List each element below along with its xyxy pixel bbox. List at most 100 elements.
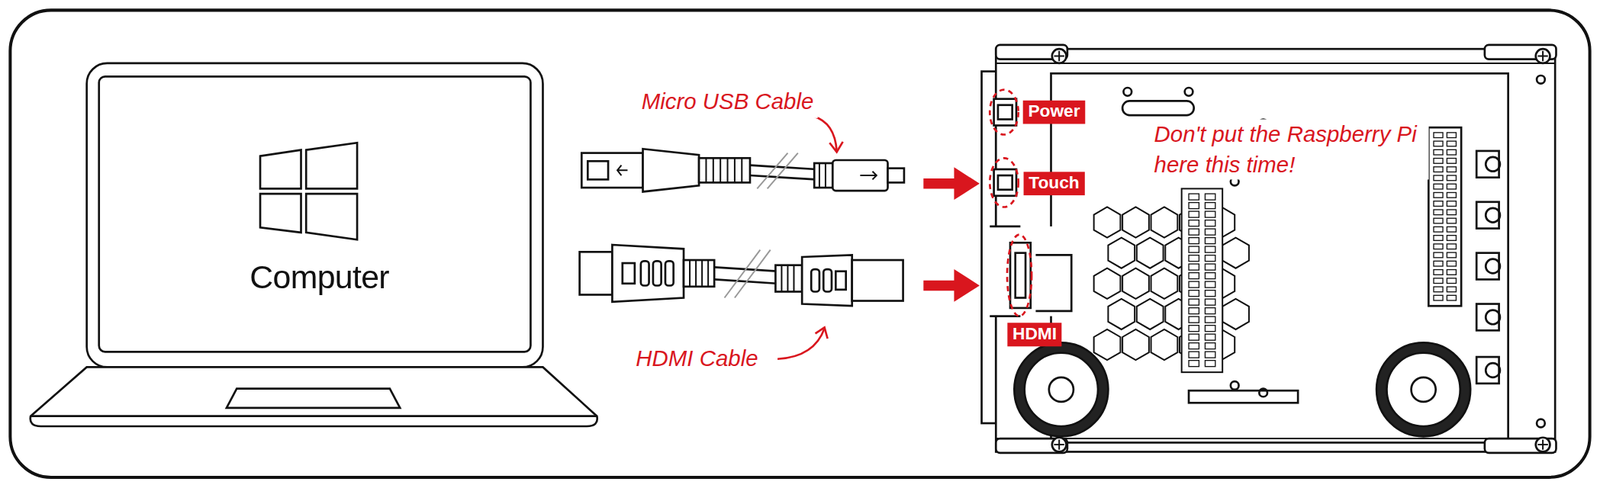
pointer-arrow (923, 269, 980, 303)
pin-header (1433, 286, 1443, 293)
hdmi-cable (653, 260, 662, 286)
label-text: Micro USB Cable (638, 86, 818, 118)
pin-header (1446, 175, 1456, 181)
standoff-hex (1094, 329, 1121, 361)
port-highlight (989, 157, 1018, 207)
standoff-hex (1122, 206, 1150, 238)
cable-label: HDMI Cable (632, 344, 761, 375)
display-board (1014, 342, 1108, 437)
pin-header (1433, 192, 1443, 198)
micro-usb-cable (756, 153, 798, 190)
display-board (1010, 242, 1031, 309)
display-board (1386, 353, 1460, 427)
micro-usb-cable (705, 157, 742, 183)
standoff-hex (1151, 268, 1179, 300)
standoff-hex (1136, 238, 1164, 269)
pin-header (1204, 325, 1215, 332)
pin-header (1204, 193, 1215, 200)
standoff-hex (1151, 329, 1179, 361)
pin-header (1204, 281, 1215, 288)
micro-usb-cable (888, 168, 905, 184)
pin-header (1433, 295, 1443, 301)
display-board (989, 226, 1062, 317)
micro-usb-cable (814, 163, 833, 188)
pointer-arrow (923, 167, 980, 303)
hdmi-cable (835, 271, 846, 290)
pin-header (1446, 252, 1456, 258)
hdmi-cable (579, 244, 904, 306)
pin-header (1446, 226, 1456, 232)
standoff-hex (1222, 299, 1250, 330)
display-board (1050, 73, 1508, 443)
laptop (86, 63, 544, 368)
standoff-hex (1122, 329, 1150, 361)
pin-header (1188, 290, 1199, 297)
display-board (1411, 377, 1436, 403)
pin-header (1188, 273, 1199, 280)
node-text: Touch (1028, 173, 1080, 194)
display-board (1052, 48, 1067, 64)
standoff-hex (1222, 238, 1250, 269)
micro-usb-cable (617, 165, 628, 176)
pin-header (1204, 220, 1215, 227)
pin-header (1188, 281, 1199, 288)
pin-header (1188, 193, 1199, 200)
port-tag: HDMI (1007, 322, 1062, 347)
pin-header (1204, 255, 1215, 262)
pin-header (1433, 175, 1443, 181)
pin-header (1188, 238, 1199, 245)
laptop-label: Computer (249, 258, 390, 297)
hdmi-cable (622, 263, 635, 284)
pointer-arrow (923, 167, 980, 200)
pin-header (1188, 228, 1199, 236)
pin-header (1181, 188, 1223, 373)
display-board (1054, 51, 1065, 62)
leader-arrow (829, 141, 843, 152)
standoff-hex (1094, 206, 1121, 238)
hdmi-cable (579, 251, 613, 295)
note-text: Don't put the Raspberry Pi here this tim… (1151, 119, 1430, 180)
laptop (305, 193, 358, 240)
pin-header (1204, 263, 1215, 271)
pin-header (1188, 299, 1199, 306)
pin-header (1433, 270, 1443, 276)
display-board (1049, 377, 1074, 403)
standoff-hex (1122, 268, 1150, 300)
hdmi-cable (724, 250, 771, 299)
display-board (1537, 51, 1548, 62)
display-board (1122, 100, 1195, 116)
node-text: Power (1027, 101, 1080, 123)
pin-header (1446, 209, 1456, 216)
micro-usb-cable (587, 160, 609, 180)
display-board (997, 175, 1013, 190)
standoff-hex (1151, 206, 1179, 238)
port-highlight (1007, 235, 1032, 317)
micro-usb-cable (581, 148, 905, 192)
pin-header (1433, 260, 1443, 267)
pin-header (1446, 132, 1456, 139)
display-board (995, 63, 1555, 439)
hdmi-cable (640, 260, 650, 286)
pin-header (1446, 244, 1456, 250)
pin-header (1204, 228, 1215, 236)
pin-header (1446, 260, 1456, 267)
display-board (1485, 310, 1501, 326)
display-board (1476, 151, 1499, 178)
display-board (1476, 304, 1499, 332)
display-board (994, 169, 1017, 197)
pin-header (1446, 278, 1456, 284)
pin-header (1433, 218, 1443, 224)
standoff-hex (1107, 299, 1135, 330)
pin-header (1204, 308, 1215, 315)
pin-header (1446, 149, 1456, 155)
cable-label: Micro USB Cable (638, 86, 818, 118)
display-board (1035, 254, 1072, 312)
pin-header (1446, 141, 1456, 147)
pin-header (1204, 238, 1215, 245)
pin-header (1188, 246, 1199, 253)
display-board (1476, 253, 1499, 281)
display-board (1054, 439, 1065, 450)
pin-header (1204, 246, 1215, 253)
